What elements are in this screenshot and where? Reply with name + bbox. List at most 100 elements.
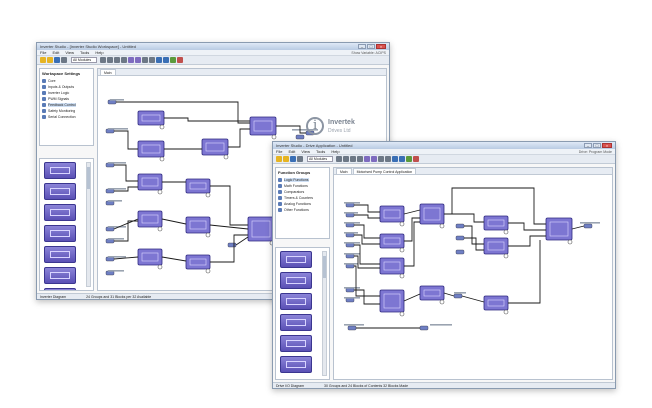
io-tag[interactable] [345, 287, 355, 293]
block-output-pin[interactable] [503, 253, 509, 259]
undo-icon[interactable] [156, 57, 162, 63]
undo-icon[interactable] [392, 156, 398, 162]
function-block-symbol[interactable] [141, 144, 161, 154]
tree-item[interactable]: Core [42, 78, 91, 84]
function-block-symbol[interactable] [487, 219, 505, 227]
menu-view[interactable]: View [65, 50, 74, 55]
signal-label[interactable] [108, 226, 126, 228]
group-icon[interactable] [364, 156, 370, 162]
run-icon[interactable] [406, 156, 412, 162]
block-output-pin[interactable] [159, 124, 165, 130]
tree-item[interactable]: Safety Monitoring [42, 108, 91, 114]
function-block-symbol[interactable] [549, 221, 569, 237]
io-tag[interactable] [345, 253, 355, 259]
signal-label[interactable] [430, 324, 452, 326]
palette-block[interactable] [280, 314, 312, 331]
tab-main[interactable]: Main [336, 168, 352, 174]
function-block-symbol[interactable] [383, 293, 401, 309]
editor-window-front[interactable]: Inverter Studio - Drive Application - Un… [272, 141, 616, 389]
zoom-out-icon[interactable] [385, 156, 391, 162]
function-block[interactable] [379, 233, 405, 249]
signal-label[interactable] [344, 297, 360, 299]
block-output-pin[interactable] [567, 239, 573, 245]
signal-label[interactable] [344, 212, 358, 214]
signal-label[interactable] [292, 129, 318, 131]
function-block-symbol[interactable] [253, 120, 273, 132]
io-tag[interactable] [345, 202, 355, 208]
function-block[interactable] [185, 216, 211, 234]
maximize-button[interactable]: □ [593, 143, 601, 148]
tab-application[interactable]: Motorised Pump Control Application [352, 168, 417, 174]
function-block-symbol[interactable] [423, 207, 441, 221]
signal-label[interactable] [580, 222, 600, 224]
scroll-thumb[interactable] [87, 167, 90, 189]
function-block[interactable] [137, 248, 163, 266]
save-icon[interactable] [290, 156, 296, 162]
module-select[interactable]: All Modules [71, 57, 97, 63]
io-tag[interactable] [455, 249, 465, 255]
function-block-symbol[interactable] [189, 258, 207, 266]
palette-block[interactable] [44, 288, 76, 290]
diagram-canvas[interactable]: Main Motorised Pump Control Application [333, 167, 613, 380]
open-folder-icon[interactable] [47, 57, 53, 63]
print-icon[interactable] [297, 156, 303, 162]
signal-label[interactable] [108, 188, 126, 190]
minimize-button[interactable]: – [358, 44, 366, 49]
align-bottom-icon[interactable] [357, 156, 363, 162]
block-output-pin[interactable] [399, 247, 405, 253]
tree-item[interactable]: Other Functions [278, 207, 327, 213]
io-tag[interactable] [345, 242, 355, 248]
io-tag[interactable] [105, 128, 115, 134]
io-tag[interactable] [345, 212, 355, 218]
align-right-icon[interactable] [343, 156, 349, 162]
block-output-pin[interactable] [205, 232, 211, 238]
scroll-thumb[interactable] [323, 256, 326, 278]
run-icon[interactable] [170, 57, 176, 63]
palette-block[interactable] [44, 246, 76, 263]
function-block-symbol[interactable] [423, 289, 441, 297]
palette-block[interactable] [280, 272, 312, 289]
minimize-button[interactable]: – [584, 143, 592, 148]
maximize-button[interactable]: □ [367, 44, 375, 49]
block-output-pin[interactable] [157, 189, 163, 195]
io-tag[interactable] [453, 293, 463, 299]
block-output-pin[interactable] [205, 268, 211, 274]
function-block[interactable] [137, 173, 163, 191]
io-tag[interactable] [105, 162, 115, 168]
palette-block[interactable] [280, 356, 312, 373]
open-folder-icon[interactable] [283, 156, 289, 162]
io-tag[interactable] [455, 235, 465, 241]
signal-label[interactable] [108, 256, 126, 258]
print-icon[interactable] [61, 57, 67, 63]
function-block[interactable] [483, 237, 509, 255]
redo-icon[interactable] [399, 156, 405, 162]
menu-file[interactable]: File [276, 149, 283, 154]
menu-edit[interactable]: Edit [52, 50, 60, 55]
function-block-symbol[interactable] [383, 237, 401, 245]
tree-item-selected[interactable]: Feedback Control [42, 102, 91, 108]
stop-icon[interactable] [413, 156, 419, 162]
function-block[interactable] [185, 178, 211, 194]
block-output-pin[interactable] [157, 264, 163, 270]
io-tag[interactable] [455, 223, 465, 229]
menu-tools[interactable]: Tools [79, 50, 90, 55]
block-output-pin[interactable] [157, 226, 163, 232]
function-block-symbol[interactable] [383, 209, 401, 219]
block-output-pin[interactable] [205, 192, 211, 198]
function-block[interactable] [379, 289, 405, 313]
tree-item-selected[interactable]: Logic Functions [278, 177, 327, 183]
close-button[interactable]: × [376, 44, 386, 49]
block-output-pin[interactable] [399, 311, 405, 317]
menu-help[interactable]: Help [95, 50, 104, 55]
signal-label[interactable] [344, 287, 360, 289]
tree-item[interactable]: Inputs & Outputs [42, 84, 91, 90]
tree-item[interactable]: Analog Functions [278, 201, 327, 207]
close-button[interactable]: × [602, 143, 612, 148]
signal-label[interactable] [344, 253, 360, 255]
tree-item[interactable]: Timers & Counters [278, 195, 327, 201]
title-bar[interactable]: Inverter Studio - [Inverter Studio Works… [37, 43, 389, 50]
align-top-icon[interactable] [350, 156, 356, 162]
signal-label[interactable] [344, 232, 358, 234]
align-right-icon[interactable] [107, 57, 113, 63]
group-icon[interactable] [128, 57, 134, 63]
